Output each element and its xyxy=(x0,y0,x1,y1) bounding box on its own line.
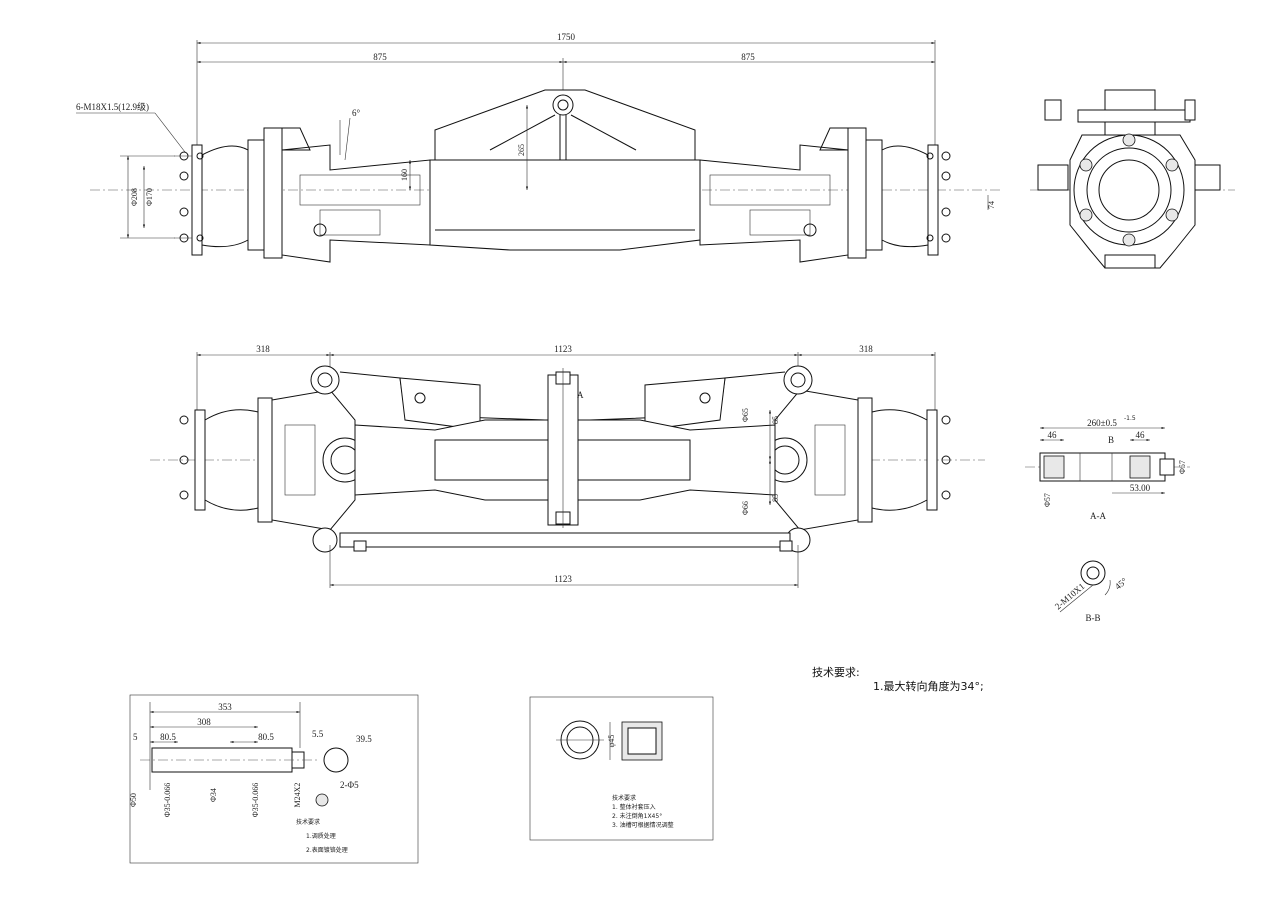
pin-note-1: 技术要求 xyxy=(296,818,320,826)
dim-aa-phi57-right: Φ57 xyxy=(1178,460,1187,474)
top-view: 318 1123 318 xyxy=(150,344,985,588)
section-bb-title: B-B xyxy=(1085,613,1100,623)
dim-middle-span: 1123 xyxy=(554,344,572,354)
dim-aa-right-46: 46 xyxy=(1136,430,1146,440)
dim-85-a: 85 xyxy=(771,416,780,424)
tech-requirements-item-1: 1.最大转向角度为34°; xyxy=(873,679,984,693)
side-view xyxy=(1030,89,1235,269)
dim-phi65: Φ65 xyxy=(741,408,750,422)
dim-half-right: 875 xyxy=(741,52,755,62)
dim-overall-width: 1750 xyxy=(557,32,576,42)
pin-length-308: 308 xyxy=(197,717,211,727)
dim-aa-left-46: 46 xyxy=(1048,430,1058,440)
dim-angle: 6° xyxy=(352,108,361,118)
dim-phi66: Φ66 xyxy=(741,501,750,515)
dim-160: 160 xyxy=(400,169,409,181)
bushing-detail-panel: φ45 技术要求 1. 整体衬套压入 2. 未注倒角1X45° 3. 油槽可根据… xyxy=(529,696,714,841)
section-a-a: 260±0.5 -1.5 46 46 B Φ57 Φ57 53.00 A-A xyxy=(1025,415,1190,521)
dim-85-b: 85 xyxy=(771,494,780,502)
dim-aa-phi57-left: Φ57 xyxy=(1043,493,1052,507)
bushing-note-4: 3. 油槽可根据情况调整 xyxy=(612,821,674,829)
front-view: 1750 875 875 6-M18X1.5(12.9级) 6° xyxy=(76,32,1000,263)
dim-offset: 74 xyxy=(987,201,996,209)
pin-thread: M24X2 xyxy=(293,783,302,808)
pin-seg-right: 80.5 xyxy=(258,732,274,742)
pin-dim-5: 5 xyxy=(133,732,138,742)
bushing-note-2: 1. 整体衬套压入 xyxy=(612,803,656,811)
bushing-note-3: 2. 未注倒角1X45° xyxy=(612,812,662,820)
pin-phi35-right: Φ35-0.066 xyxy=(251,783,260,818)
pin-dim-39-5: 39.5 xyxy=(356,734,372,744)
section-b-b: 2-M10X1 45° B-B xyxy=(1053,560,1129,623)
tech-requirements-heading: 技术要求: xyxy=(812,666,860,679)
pin-phi50: Φ50 xyxy=(129,793,138,807)
dim-phi208: Φ208 xyxy=(130,188,139,206)
dim-half-left: 875 xyxy=(373,52,387,62)
bolt-callout: 6-M18X1.5(12.9级) xyxy=(76,101,149,112)
section-mark-a-top: A xyxy=(577,390,584,400)
dim-aa-b-label: B xyxy=(1108,435,1114,445)
bushing-note-1: 技术要求 xyxy=(612,794,636,802)
pin-length-353: 353 xyxy=(218,702,232,712)
pin-phi34: Φ34 xyxy=(209,788,218,802)
bb-thread: 2-M10X1 xyxy=(1053,581,1087,611)
bb-angle: 45° xyxy=(1113,576,1129,592)
pin-phi35-left: Φ35-0.066 xyxy=(163,783,172,818)
pin-note-2: 1.调质处理 xyxy=(306,832,336,840)
dim-aa-53: 53.00 xyxy=(1130,483,1151,493)
pin-note-3: 2.表面镀铬处理 xyxy=(306,846,348,854)
dim-aa-length: 260±0.5 xyxy=(1087,418,1117,428)
section-aa-title: A-A xyxy=(1090,511,1106,521)
tech-requirements: 技术要求: 1.最大转向角度为34°; xyxy=(812,666,984,693)
pin-dim-5-5: 5.5 xyxy=(312,729,324,739)
bushing-phi: φ45 xyxy=(607,735,616,748)
dim-aa-tol: -1.5 xyxy=(1124,415,1136,422)
dim-tie-rod: 1123 xyxy=(554,574,572,584)
dim-left-span: 318 xyxy=(256,344,270,354)
pin-detail-panel: 353 308 80.5 80.5 5 5.5 39.5 2-Φ5 Φ50 Φ3… xyxy=(129,694,419,864)
dim-phi170: Φ170 xyxy=(145,188,154,206)
dim-265: 265 xyxy=(517,144,526,156)
dim-right-span: 318 xyxy=(859,344,873,354)
pin-seg-left: 80.5 xyxy=(160,732,176,742)
pin-hole: 2-Φ5 xyxy=(340,780,359,790)
